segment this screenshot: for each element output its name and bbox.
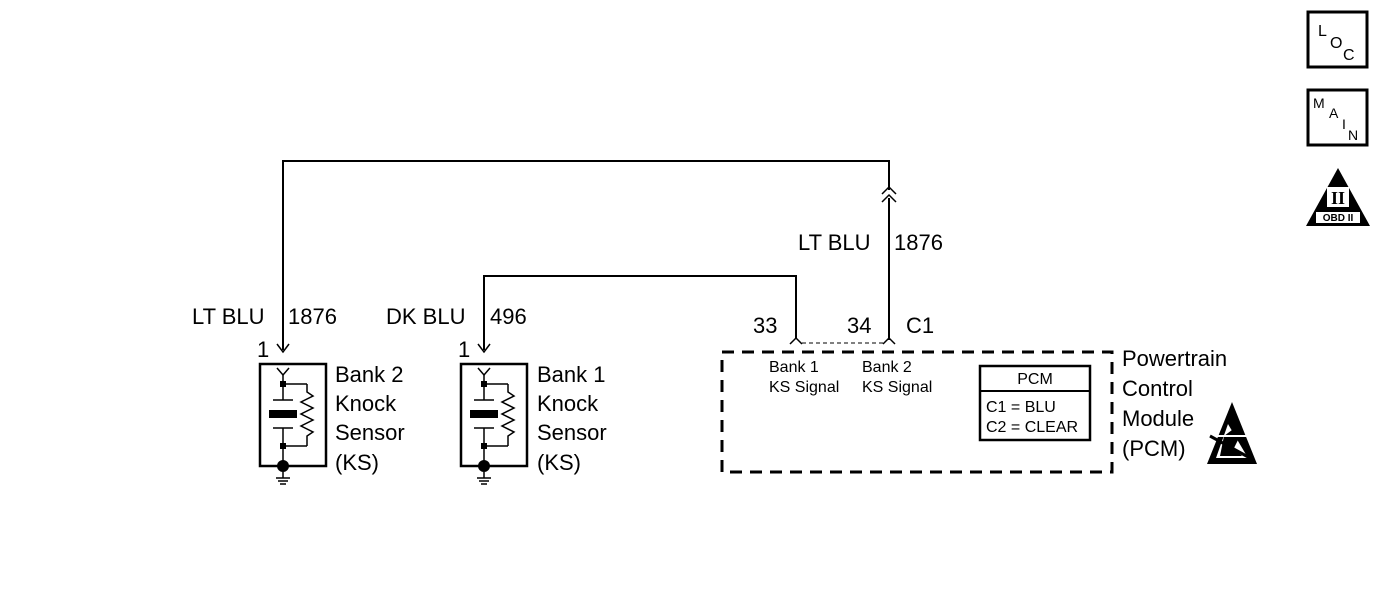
bank2-label-1: Bank 2 <box>335 362 404 387</box>
pcm-pin34-label-1: Bank 2 <box>862 359 912 376</box>
bank1-label-3: Sensor <box>537 420 607 445</box>
bank2-wire-circuit: 1876 <box>288 304 337 329</box>
pcm-name-4: (PCM) <box>1122 436 1186 461</box>
pcm-pin33-label-1: Bank 1 <box>769 359 819 376</box>
main-icon[interactable]: M A I N <box>1306 88 1369 147</box>
pcm-pin-33: 33 <box>753 313 777 338</box>
main-letter-m: M <box>1313 95 1325 111</box>
bank1-label-4: (KS) <box>537 450 581 475</box>
obd-symbol: II <box>1331 188 1345 208</box>
pin-33-caret <box>789 336 803 345</box>
main-letter-i: I <box>1342 116 1346 132</box>
bank1-knock-sensor <box>459 362 529 468</box>
bank1-label-2: Knock <box>537 391 599 416</box>
obd-label: OBD II <box>1323 213 1354 224</box>
pcm-legend-c2: C2 = CLEAR <box>986 419 1078 436</box>
loc-letter-l: L <box>1318 23 1327 40</box>
pcm-legend-title: PCM <box>1017 371 1053 388</box>
obd-ii-icon[interactable]: II OBD II <box>1306 168 1370 226</box>
main-letter-a: A <box>1329 105 1339 121</box>
bank1-pin-number: 1 <box>458 337 470 362</box>
pcm-pin34-label-2: KS Signal <box>862 379 932 396</box>
pcm-name-1: Powertrain <box>1122 346 1227 371</box>
bank2-label-2: Knock <box>335 391 397 416</box>
ground-icon <box>477 460 491 485</box>
wire-dk-blu-496 <box>477 275 797 354</box>
pin-34-caret <box>882 336 896 345</box>
bank2-wire-color: LT BLU <box>192 304 265 329</box>
bank1-wire-color: DK BLU <box>386 304 465 329</box>
wire-lt-blu-1876 <box>276 160 897 354</box>
bank1-label-1: Bank 1 <box>537 362 606 387</box>
bank2-label-4: (KS) <box>335 450 379 475</box>
pcm-name-3: Module <box>1122 406 1194 431</box>
pcm-connector-legend <box>978 364 1092 442</box>
ground-icon <box>276 460 290 485</box>
bank2-label-3: Sensor <box>335 420 405 445</box>
pcm-connector-c1: C1 <box>906 313 934 338</box>
bank1-wire-circuit: 496 <box>490 304 527 329</box>
esd-sensitive-icon <box>1207 402 1257 464</box>
loc-icon[interactable]: L O C <box>1306 10 1369 69</box>
loc-letter-c: C <box>1343 47 1355 64</box>
riser-wire-circuit: 1876 <box>894 230 943 255</box>
bank2-knock-sensor <box>258 362 328 468</box>
pcm-pin33-label-2: KS Signal <box>769 379 839 396</box>
pcm-legend-c1: C1 = BLU <box>986 399 1056 416</box>
main-letter-n: N <box>1348 127 1358 143</box>
bank2-pin-number: 1 <box>257 337 269 362</box>
pcm-module-outline <box>720 350 1114 474</box>
loc-letter-o: O <box>1330 35 1342 52</box>
riser-wire-color: LT BLU <box>798 230 871 255</box>
pcm-pin-34: 34 <box>847 313 871 338</box>
pcm-name-2: Control <box>1122 376 1193 401</box>
